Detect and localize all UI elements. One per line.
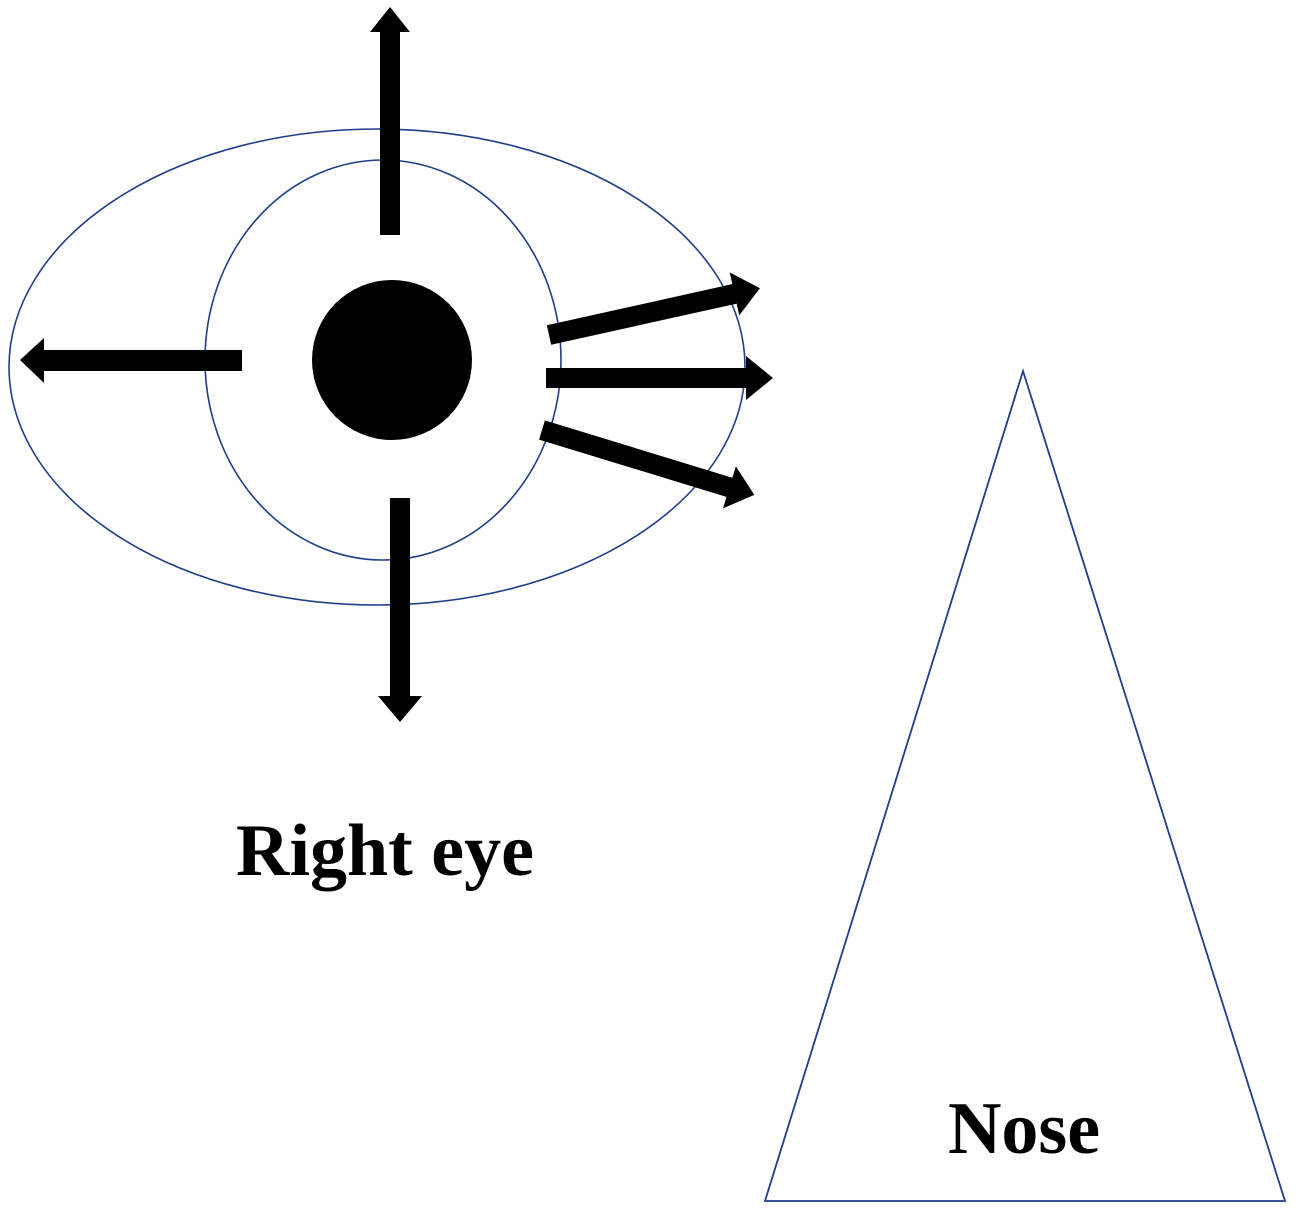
arrow-up [370, 7, 410, 235]
arrow-right [546, 356, 773, 400]
arrow-down [378, 498, 422, 722]
right-eye-label: Right eye [236, 810, 534, 892]
nose-label: Nose [948, 1088, 1100, 1170]
eye-outline [8, 128, 746, 606]
pupil [312, 280, 472, 440]
arrow-up-right [546, 272, 760, 345]
arrow-left [20, 338, 242, 383]
nose-triangle [763, 367, 1287, 1202]
arrow-down-right [539, 420, 755, 509]
